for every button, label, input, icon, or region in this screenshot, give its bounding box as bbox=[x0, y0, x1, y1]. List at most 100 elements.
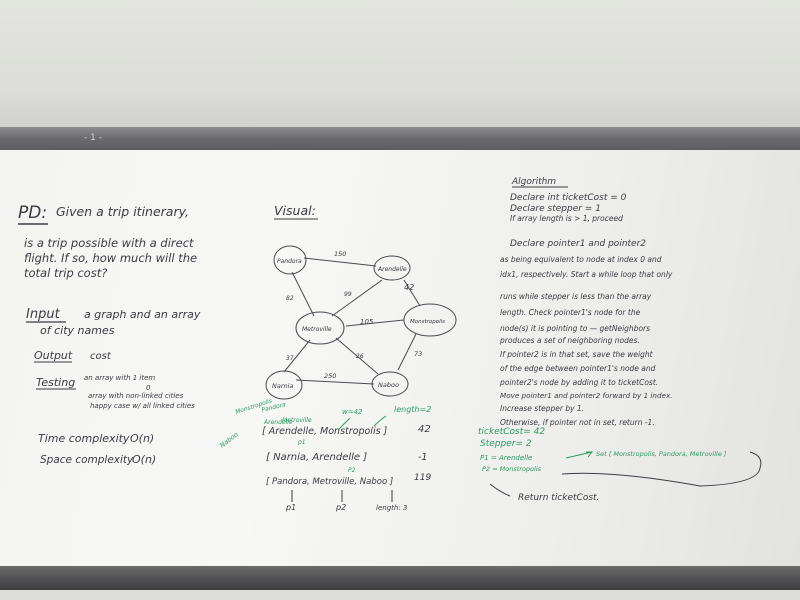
node-label-narnia: Narnia bbox=[272, 382, 293, 390]
return-arrow bbox=[489, 483, 511, 497]
edge-narnia-naboo bbox=[295, 379, 375, 385]
return-section: Return ticketCost. bbox=[489, 451, 762, 503]
pd-label: PD: bbox=[18, 203, 47, 223]
algorithm-line-16: Otherwise, if pointer not in set, return… bbox=[500, 418, 655, 427]
testing-line-3: happy case w/ all linked cities bbox=[90, 402, 195, 410]
input-section: Input a graph and an array of city names bbox=[26, 307, 201, 337]
algorithm-line-3: If array length is > 1, proceed bbox=[510, 214, 623, 223]
algorithm-line-8: length. Check pointer1's node for the bbox=[500, 308, 641, 317]
pointer-label-p2: p2 bbox=[335, 503, 346, 512]
return-line: Return ticketCost. bbox=[518, 493, 599, 503]
loop-arrow bbox=[561, 451, 762, 487]
test-array-1: [ Arendelle, Monstropolis ] bbox=[262, 426, 388, 437]
visual-title: Visual: bbox=[274, 203, 316, 218]
green-arrow-w42 bbox=[337, 417, 351, 431]
node-label-pandora: Pandora bbox=[277, 258, 302, 265]
weight-metroville-monstropolis: 105 bbox=[360, 318, 374, 326]
pd-line-2: is a trip possible with a direct bbox=[24, 236, 194, 250]
node-label-arendelle: Arendelle bbox=[377, 266, 407, 273]
algorithm-title: Algorithm bbox=[511, 177, 556, 187]
algorithm-line-15: Increase stepper by 1. bbox=[500, 404, 584, 413]
node-label-monstropolis: Monstropolis bbox=[410, 319, 445, 325]
pd-line-1: Given a trip itinerary, bbox=[56, 204, 189, 219]
test-result-1: 42 bbox=[418, 424, 431, 435]
algorithm-line-2: Declare stepper = 1 bbox=[510, 204, 601, 214]
pointer-label-length: length: 3 bbox=[376, 504, 407, 512]
output-value: cost bbox=[90, 351, 112, 362]
algorithm-line-5: as being equivalent to node at index 0 a… bbox=[500, 255, 662, 264]
space-value: O(n) bbox=[132, 453, 156, 466]
edge-metroville-monstropolis bbox=[345, 319, 405, 327]
weight-narnia-naboo: 250 bbox=[324, 372, 336, 380]
algorithm-line-6: idx1, respectively. Start a while loop t… bbox=[500, 270, 673, 279]
testing-line-2: array with non-linked cities bbox=[88, 392, 184, 400]
node-metroville bbox=[295, 311, 345, 345]
time-label: Time complexity bbox=[38, 432, 130, 445]
weight-metroville-naboo: 26 bbox=[356, 353, 364, 360]
input-line-2: of city names bbox=[40, 324, 115, 337]
node-pandora bbox=[273, 245, 307, 275]
test-result-2: -1 bbox=[418, 452, 427, 463]
graph bbox=[265, 245, 457, 400]
weight-pandora-arendelle: 150 bbox=[334, 250, 346, 258]
trace-p1: P1 = Arendelle bbox=[480, 454, 532, 462]
node-arendelle bbox=[373, 255, 411, 281]
rail-mark: - 1 - bbox=[84, 133, 102, 143]
algorithm-line-4: Declare pointer1 and pointer2 bbox=[510, 239, 646, 249]
testing-section: Testing an array with 1 item 0 array wit… bbox=[36, 374, 195, 410]
weight-metroville-narnia: 37 bbox=[286, 355, 294, 362]
time-value: O(n) bbox=[130, 432, 154, 445]
output-section: Output cost bbox=[34, 349, 112, 363]
edge-monstropolis-naboo bbox=[397, 333, 417, 371]
testing-label: Testing bbox=[36, 376, 75, 389]
weight-arendelle-metroville: 99 bbox=[344, 291, 352, 298]
visual-section: Visual: bbox=[274, 203, 318, 220]
test-array-2: [ Narnia, Arendelle ] bbox=[266, 452, 367, 463]
trace-set: Set [ Monstropolis, Pandora, Metroville … bbox=[596, 450, 727, 458]
edge-pandora-metroville bbox=[291, 271, 315, 317]
green-note-p1: p1 bbox=[297, 439, 306, 446]
green-note-metroville: Metroville bbox=[282, 417, 312, 424]
trace-p2: P2 = Monstropolis bbox=[482, 465, 542, 473]
graph-labels: Pandora Arendelle Metroville Monstropoli… bbox=[272, 250, 445, 390]
whiteboard-rail bbox=[0, 127, 800, 153]
test-arrays: [ Arendelle, Monstropolis ] 42 [ Narnia,… bbox=[262, 424, 431, 512]
algorithm-line-9: node(s) it is pointing to — getNeighbors bbox=[500, 324, 650, 333]
whiteboard bbox=[0, 150, 800, 568]
edge-pandora-arendelle bbox=[303, 257, 377, 267]
green-arrow-length bbox=[373, 415, 387, 427]
edge-arendelle-monstropolis bbox=[403, 279, 421, 307]
algorithm-line-11: If pointer2 is in that set, save the wei… bbox=[500, 350, 654, 359]
node-monstropolis bbox=[403, 303, 457, 337]
problem-section: PD: Given a trip itinerary, is a trip po… bbox=[18, 203, 197, 280]
algorithm-section: Algorithm Declare int ticketCost = 0 Dec… bbox=[499, 177, 673, 427]
algorithm-line-12: of the edge between pointer1's node and bbox=[500, 364, 656, 373]
algorithm-line-13: pointer2's node by adding it to ticketCo… bbox=[499, 378, 658, 387]
wall bbox=[0, 0, 800, 130]
node-narnia bbox=[265, 370, 303, 400]
output-label: Output bbox=[34, 349, 73, 362]
space-label: Space complexity bbox=[40, 454, 134, 466]
algorithm-line-7: runs while stepper is less than the arra… bbox=[500, 292, 652, 301]
testing-zero: 0 bbox=[146, 384, 151, 392]
trace-stepper: Stepper= 2 bbox=[480, 439, 532, 449]
green-note-naboo: Naboo bbox=[218, 430, 239, 449]
node-label-metroville: Metroville bbox=[302, 326, 332, 333]
pointer-label-p1: p1 bbox=[285, 503, 296, 512]
edge-metroville-narnia bbox=[283, 339, 311, 373]
green-note-p2: P2 bbox=[348, 467, 356, 474]
testing-line-1: an array with 1 item bbox=[84, 374, 155, 382]
trace-arrowhead-set bbox=[586, 451, 594, 458]
algorithm-line-10: produces a set of neighboring nodes. bbox=[499, 336, 640, 345]
algorithm-line-14: Move pointer1 and pointer2 forward by 1 … bbox=[500, 391, 673, 400]
algorithm-line-1: Declare int ticketCost = 0 bbox=[510, 193, 627, 203]
node-naboo bbox=[371, 371, 409, 397]
pd-line-3: flight. If so, how much will the bbox=[24, 251, 197, 265]
input-label: Input bbox=[26, 307, 61, 322]
test-result-3: 119 bbox=[414, 473, 431, 483]
green-note-arendelle: Arendelle bbox=[263, 419, 293, 426]
green-note-length: length=2 bbox=[394, 405, 431, 414]
trace-arrow-set bbox=[565, 451, 593, 459]
weight-pandora-metroville: 82 bbox=[286, 295, 294, 302]
